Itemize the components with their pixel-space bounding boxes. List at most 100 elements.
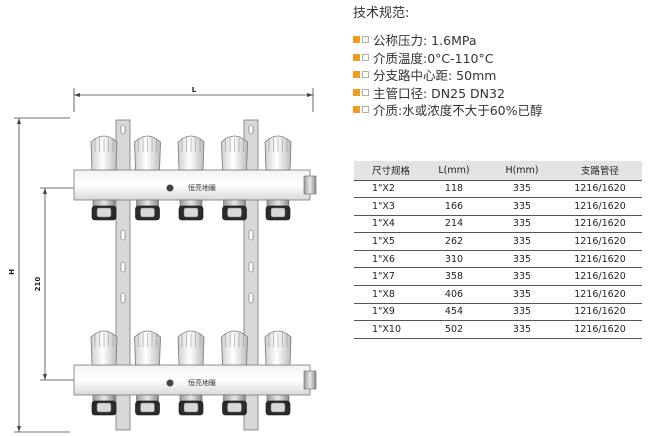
header-size: 尺寸规格 [354,161,422,181]
cell-size: 1"X3 [354,197,422,216]
cell-size: 1"X7 [354,267,422,287]
cell-l: 454 [422,303,486,322]
header-h: H(mm) [486,161,558,181]
dimension-210: 210 [34,187,76,381]
cell-l: 262 [422,232,486,251]
cell-h: 335 [486,303,558,322]
valve-cap [134,330,161,366]
cell-h: 335 [486,232,558,251]
header-pipe: 支路管径 [558,161,642,181]
pipe-nut [265,199,291,221]
cell-l: 406 [422,285,486,304]
valve-cap [221,330,248,366]
cell-h: 335 [486,250,558,269]
orange-square-icon [353,71,360,79]
outlet-group-top [90,135,292,221]
cell-h: 335 [486,215,558,234]
cell-pipe: 1216/1620 [558,197,642,216]
pipe-nut [265,394,291,416]
manifold-drawing: L H 210 恒亮地暖 [8,86,317,433]
cell-l: 118 [422,180,486,199]
spec-item-text: 介质温度:0°C-110°C [373,50,494,66]
spec-item: 介质温度:0°C-110°C [353,49,543,67]
pipe-nut [135,199,160,221]
dimension-h-label: H [8,269,16,275]
empty-square-icon [362,106,369,114]
pipe-nut [91,394,117,416]
cell-h: 335 [486,197,558,216]
brand-logo-top-icon [166,184,174,192]
spec-item: 分支路中心距: 50mm [353,66,543,84]
spec-title: 技术规范: [353,6,410,21]
dimension-210-label: 210 [34,277,42,292]
cell-size: 1"X5 [354,232,422,251]
spec-item-text: 公称压力: 1.6MPa [373,33,477,49]
cell-pipe: 1216/1620 [558,267,642,287]
valve-cap [264,330,292,366]
cell-l: 214 [422,215,486,234]
cell-l: 502 [422,320,486,339]
spec-item: 公称压力: 1.6MPa [353,31,543,49]
cell-size: 1"X2 [354,180,422,199]
empty-square-icon [362,88,369,96]
valve-cap [90,135,118,171]
pipe-nut [222,394,247,416]
cell-pipe: 1216/1620 [558,215,642,234]
dimension-l: L [73,86,314,112]
brand-text-bottom: 恒亮地暖 [188,378,216,387]
valve-cap [177,330,205,366]
pipe-nut [178,394,204,416]
cell-h: 335 [486,180,558,199]
pipe-nut [178,199,204,221]
cell-pipe: 1216/1620 [558,250,642,269]
valve-cap [134,135,161,171]
valve-cap [90,330,118,366]
cell-size: 1"X4 [354,215,422,234]
manifold-bar-top: 恒亮地暖 [73,169,317,201]
cell-l: 166 [422,197,486,216]
cell-h: 335 [486,267,558,287]
pipe-nut [91,199,117,221]
cell-pipe: 1216/1620 [558,180,642,199]
cell-pipe: 1216/1620 [558,232,642,251]
cell-pipe: 1216/1620 [558,303,642,322]
header-l: L(mm) [422,161,486,181]
valve-cap [177,135,205,171]
spec-item: 主管口径: DN25 DN32 [353,84,543,102]
empty-square-icon [362,36,369,44]
empty-square-icon [362,53,369,61]
dimension-h: H [8,117,70,433]
cell-h: 335 [486,320,558,339]
cell-l: 310 [422,250,486,269]
orange-square-icon [353,106,360,114]
cell-l: 358 [422,267,486,287]
outlet-group-bottom [90,330,292,416]
spec-item-text: 主管口径: DN25 DN32 [373,85,505,101]
pipe-nut [135,394,160,416]
cell-h: 335 [486,285,558,304]
cell-pipe: 1216/1620 [558,285,642,304]
pipe-nut [222,199,247,221]
dimension-l-label: L [192,86,197,94]
cell-size: 1"X8 [354,285,422,304]
valve-cap [221,135,248,171]
spec-item-text: 介质:水或浓度不大于60%已醇 [373,103,543,119]
brand-text-top: 恒亮地暖 [188,183,216,192]
manifold-bar-bottom: 恒亮地暖 [73,364,317,396]
valve-cap [264,135,292,171]
cell-size: 1"X10 [354,320,422,339]
cell-size: 1"X9 [354,303,422,322]
cell-size: 1"X6 [354,250,422,269]
spec-list: 公称压力: 1.6MPa 介质温度:0°C-110°C 分支路中心距: 50mm… [353,31,543,119]
